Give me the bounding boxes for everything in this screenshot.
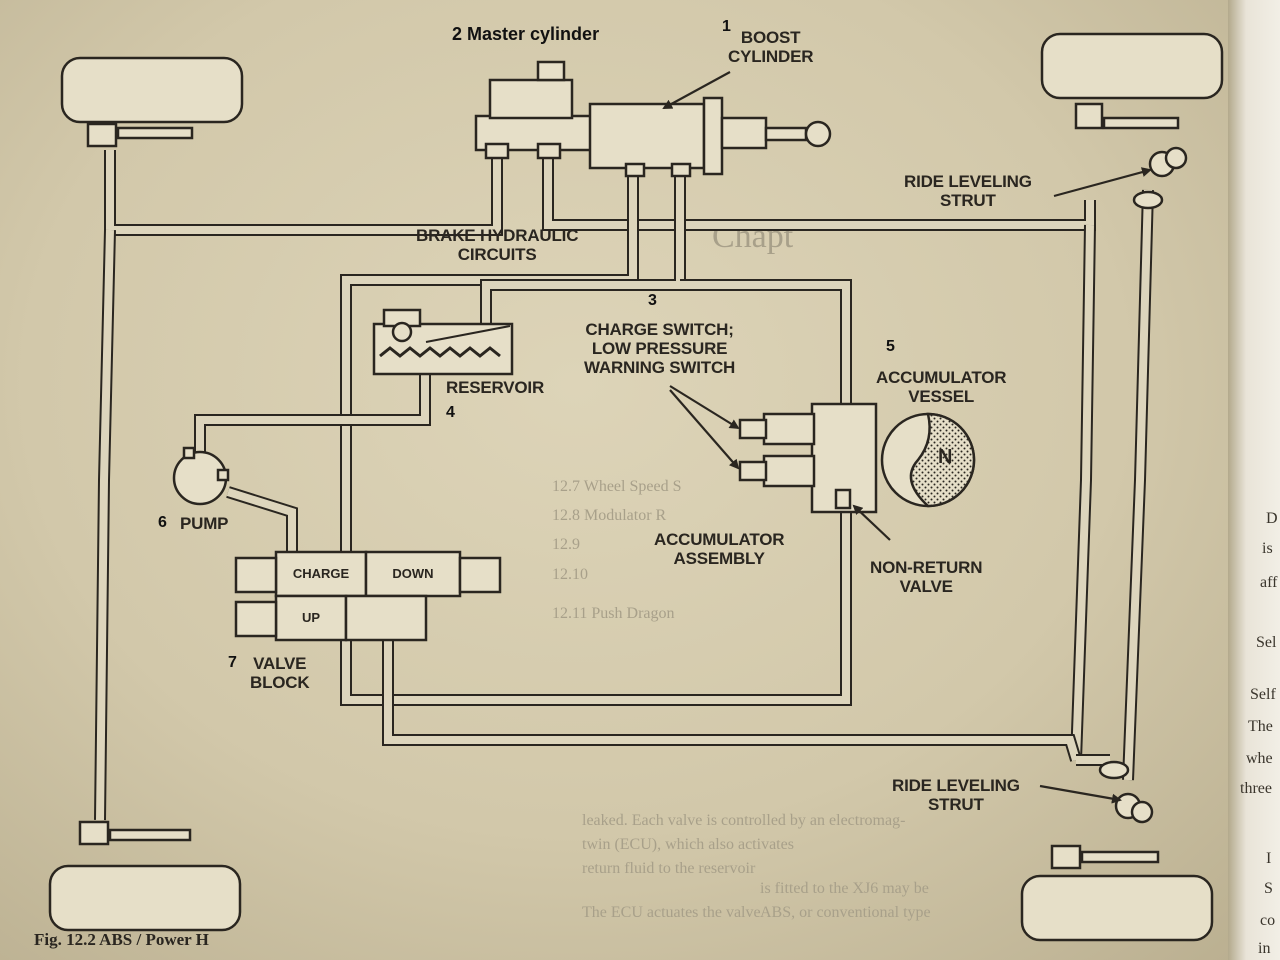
label-charge-switch: CHARGE SWITCH; LOW PRESSURE WARNING SWIT…: [584, 320, 736, 377]
arrow-non-return: [852, 504, 891, 541]
background-toc-line: 12.11 Push Dragon: [552, 605, 675, 622]
background-toc-line: 12.7 Wheel Speed S: [552, 478, 682, 495]
callout-2-master-cylinder: 2 Master cylinder: [452, 24, 600, 44]
facing-page-text: in: [1258, 940, 1271, 957]
facing-page-text: aff: [1260, 574, 1278, 591]
background-body-line: The ECU actuates the valve: [582, 904, 761, 921]
label-accumulator-vessel: ACCUMULATOR VESSEL: [876, 368, 1007, 406]
wheel-rear-right: [1020, 874, 1214, 942]
background-body-line: twin (ECU), which also activates: [582, 836, 794, 853]
facing-page-text: D: [1266, 510, 1278, 527]
background-toc-line: 12.10: [552, 566, 588, 583]
low-pressure-warning-switch: [762, 454, 816, 488]
valve-cell-down-label: DOWN: [392, 566, 434, 581]
callout-7: 7: [228, 654, 237, 671]
arrow-warning-switch: [669, 389, 740, 470]
charge-switch: [762, 412, 816, 446]
facing-page-edge: [1228, 0, 1280, 960]
valve-cell-charge-label: CHARGE: [292, 566, 350, 581]
non-return-valve: [834, 488, 852, 510]
facing-page-text: co: [1260, 912, 1276, 929]
facing-page-text: Self: [1250, 686, 1276, 703]
callout-1: 1: [722, 18, 731, 35]
pipe-reservoir-to-pump: [194, 370, 431, 460]
background-toc-line: 12.9: [552, 536, 580, 553]
label-pump: PUMP: [180, 514, 229, 533]
valve-cell-up-label: UP: [301, 610, 321, 625]
label-boost-cylinder: BOOST CYLINDER: [728, 28, 814, 66]
master-cylinder: [474, 114, 598, 152]
arrow-charge-switch: [669, 385, 740, 430]
label-ride-leveling-strut-bottom: RIDE LEVELING STRUT: [892, 776, 1020, 814]
valve-block-down: [364, 550, 462, 598]
background-toc-line: 12.8 Modulator R: [552, 507, 667, 524]
facing-page-text: three: [1240, 780, 1272, 797]
callout-6: 6: [158, 514, 167, 531]
arrow-ride-top: [1053, 167, 1152, 198]
nitrogen-chamber: [909, 412, 976, 508]
wheel-front-right: [1040, 32, 1224, 100]
wheel-rear-left: [48, 864, 242, 932]
background-lower-line: is fitted to the XJ6 may be: [760, 880, 929, 897]
background-lower-line: ABS, or conventional type: [760, 904, 931, 921]
label-reservoir: RESERVOIR: [446, 378, 545, 397]
facing-page-text: S: [1264, 880, 1273, 897]
boost-cylinder: [588, 102, 706, 170]
background-body-line: leaked. Each valve is controlled by an e…: [582, 812, 906, 829]
callout-5: 5: [886, 338, 895, 355]
arrow-boost: [662, 71, 731, 109]
callout-3: 3: [648, 292, 657, 309]
callout-4: 4: [446, 404, 455, 421]
facing-page-text: whe: [1246, 750, 1273, 767]
valve-block-up: [274, 594, 348, 642]
label-ride-leveling-strut-top: RIDE LEVELING STRUT: [904, 172, 1032, 210]
background-body-line: return fluid to the reservoir: [582, 860, 756, 877]
wheel-front-left: [60, 56, 244, 124]
pipe-brake-circuit-outer: [104, 150, 503, 236]
facing-page-text: Sel: [1256, 634, 1277, 651]
facing-page-text: is: [1262, 540, 1273, 557]
label-non-return-valve: NON-RETURN VALVE: [870, 558, 983, 596]
figure-caption: Fig. 12.2 ABS / Power H: [34, 930, 209, 949]
label-nitrogen: N: [938, 446, 953, 468]
label-brake-hydraulic-circuits: BRAKE HYDRAULIC CIRCUITS: [416, 226, 579, 264]
label-accumulator-assembly: ACCUMULATOR ASSEMBLY: [654, 530, 785, 568]
label-valve-block: VALVE BLOCK: [250, 654, 310, 692]
arrow-ride-bottom: [1039, 784, 1122, 804]
facing-page-text: The: [1248, 718, 1273, 735]
reservoir-fluid: [379, 346, 501, 358]
facing-page-text: I: [1266, 850, 1272, 867]
